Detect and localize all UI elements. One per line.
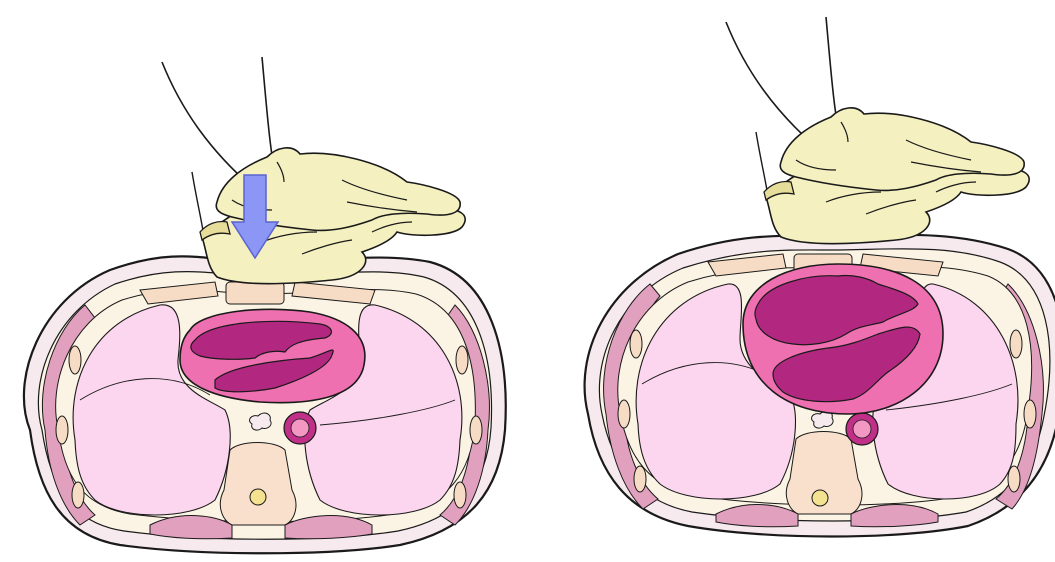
gloved-hands-icon (726, 17, 1029, 244)
esophagus (250, 413, 272, 430)
heart-relaxed (743, 264, 943, 414)
heart-compressed (180, 309, 365, 402)
torso-cross-section (585, 235, 1055, 537)
spinal-cord (250, 489, 266, 505)
spinal-cord (812, 490, 828, 506)
torso-cross-section (24, 256, 506, 553)
vertebra (220, 443, 296, 526)
panel-compression (24, 57, 506, 553)
gloved-hands-icon (162, 57, 465, 284)
panel-relaxation (585, 17, 1055, 537)
